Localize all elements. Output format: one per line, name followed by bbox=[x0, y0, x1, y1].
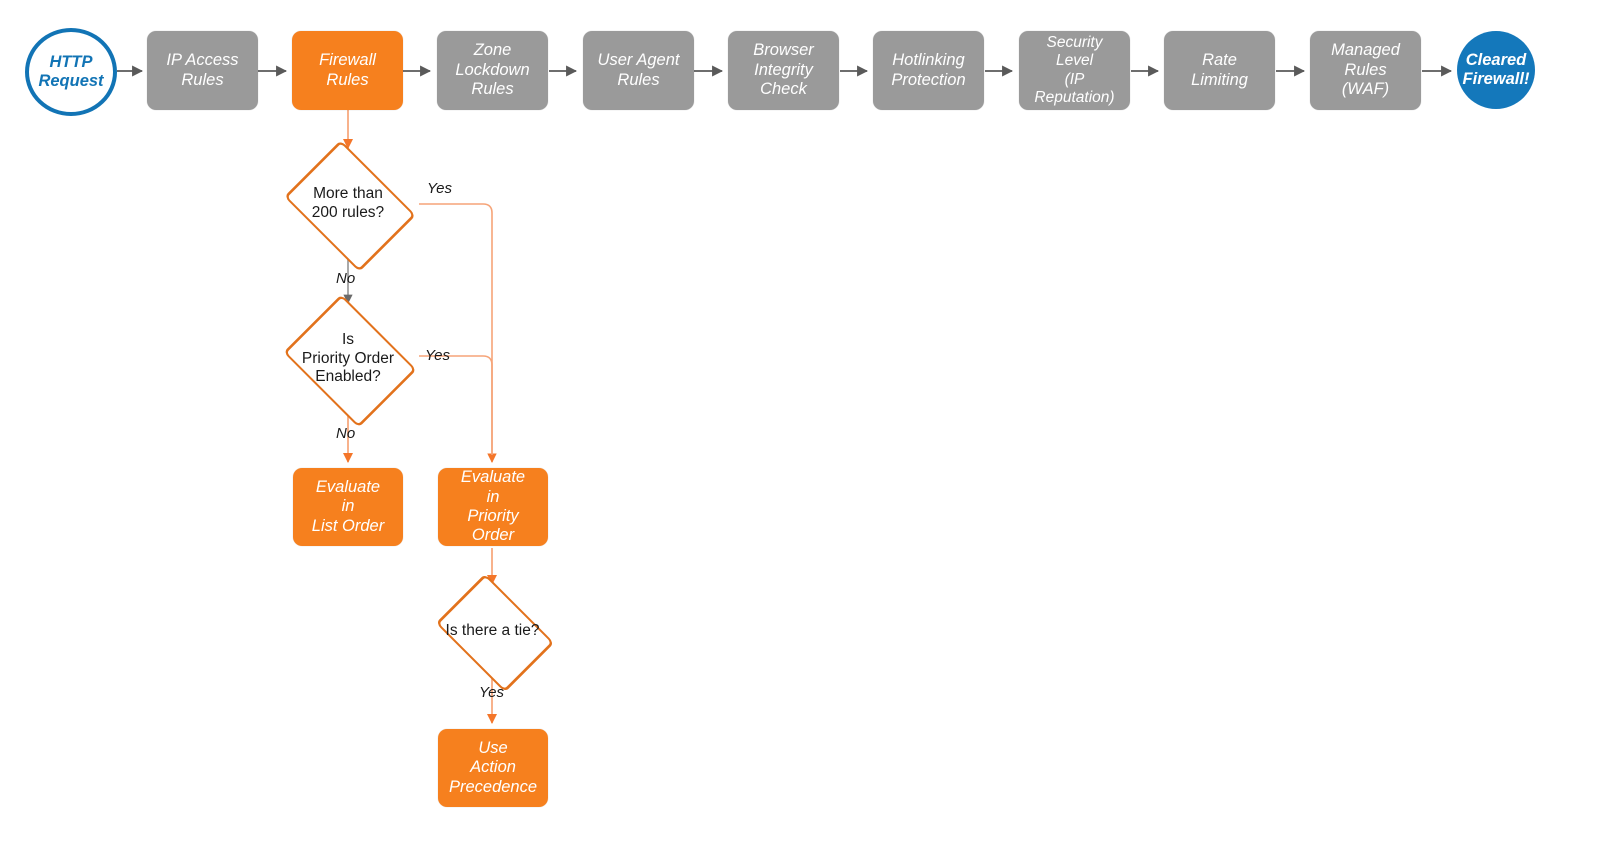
node-firewall-rules-label: Firewall Rules bbox=[319, 51, 376, 89]
edge-decision2-yes-to-priority-order bbox=[419, 355, 493, 455]
node-firewall-rules[interactable]: Firewall Rules bbox=[292, 31, 403, 110]
node-is-there-a-tie-label: Is there a tie? bbox=[445, 621, 540, 639]
node-user-agent-rules-label: User Agent Rules bbox=[597, 51, 680, 89]
node-more-than-200-rules-label: More than 200 rules? bbox=[311, 185, 385, 221]
node-browser-integrity-check[interactable]: Browser Integrity Check bbox=[728, 31, 839, 110]
edge-decision1-yes-to-priority-order bbox=[419, 203, 497, 463]
node-rate-limiting[interactable]: Rate Limiting bbox=[1164, 31, 1275, 110]
node-evaluate-list-order[interactable]: Evaluate in List Order bbox=[293, 468, 403, 546]
node-ip-access-rules[interactable]: IP Access Rules bbox=[147, 31, 258, 110]
node-ip-access-rules-label: IP Access Rules bbox=[166, 51, 239, 89]
node-use-action-precedence[interactable]: Use Action Precedence bbox=[438, 729, 548, 807]
node-user-agent-rules[interactable]: User Agent Rules bbox=[583, 31, 694, 110]
edge-label-priority-order-yes: Yes bbox=[425, 347, 451, 364]
node-browser-integrity-check-label: Browser Integrity Check bbox=[753, 41, 814, 99]
node-more-than-200-rules[interactable]: More than 200 rules? bbox=[277, 140, 419, 272]
node-http-request-label: HTTP Request bbox=[38, 52, 104, 90]
node-is-there-a-tie[interactable]: Is there a tie? bbox=[427, 573, 558, 693]
edge-label-more-than-200-yes: Yes bbox=[427, 180, 453, 197]
node-security-level-label: Security Level (IP Reputation) bbox=[1034, 33, 1115, 106]
node-rate-limiting-label: Rate Limiting bbox=[1191, 51, 1248, 89]
node-managed-rules-waf[interactable]: Managed Rules (WAF) bbox=[1310, 31, 1421, 110]
node-zone-lockdown-rules[interactable]: Zone Lockdown Rules bbox=[437, 31, 548, 110]
node-priority-order-enabled[interactable]: Is Priority Order Enabled? bbox=[277, 294, 419, 428]
node-priority-order-enabled-label: Is Priority Order Enabled? bbox=[301, 330, 395, 386]
node-evaluate-priority-order[interactable]: Evaluate in Priority Order bbox=[438, 468, 548, 546]
node-hotlinking-protection-label: Hotlinking Protection bbox=[891, 51, 966, 89]
edge-label-more-than-200-no: No bbox=[336, 270, 356, 287]
node-cleared-firewall-label: Cleared Firewall! bbox=[1462, 50, 1530, 88]
node-security-level[interactable]: Security Level (IP Reputation) bbox=[1019, 31, 1130, 110]
node-evaluate-priority-order-label: Evaluate in Priority Order bbox=[460, 468, 526, 545]
node-zone-lockdown-rules-label: Zone Lockdown Rules bbox=[455, 41, 530, 99]
node-evaluate-list-order-label: Evaluate in List Order bbox=[311, 477, 385, 535]
node-cleared-firewall[interactable]: Cleared Firewall! bbox=[1457, 31, 1535, 109]
node-hotlinking-protection[interactable]: Hotlinking Protection bbox=[873, 31, 984, 110]
node-managed-rules-waf-label: Managed Rules (WAF) bbox=[1331, 41, 1400, 99]
edge-label-priority-order-no: No bbox=[336, 425, 356, 442]
node-use-action-precedence-label: Use Action Precedence bbox=[448, 738, 538, 796]
node-http-request[interactable]: HTTP Request bbox=[25, 28, 117, 116]
edge-label-tie-yes: Yes bbox=[479, 684, 505, 701]
